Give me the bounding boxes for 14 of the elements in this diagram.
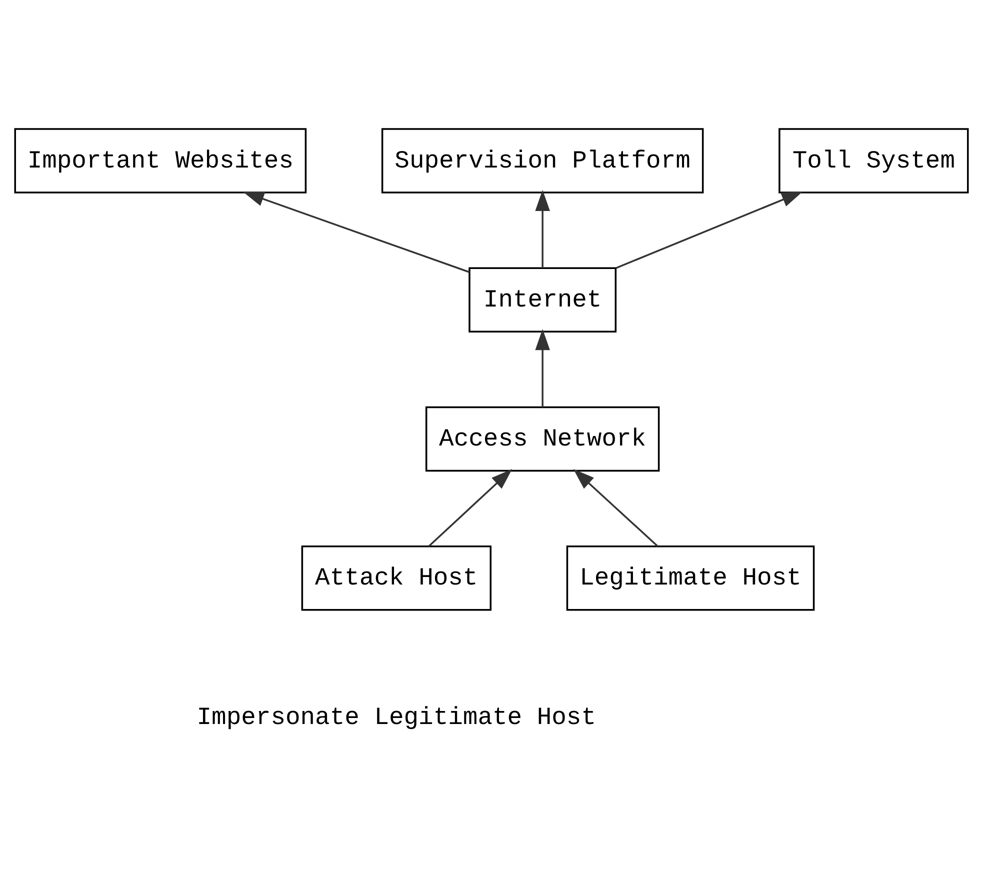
node-box: Supervision Platform [381,128,704,194]
arrow [535,190,550,268]
node-box: Internet [468,267,617,332]
node-box: Attack Host [301,546,492,611]
arrow [616,192,803,269]
node-label: Impersonate Legitimate Host [196,704,596,732]
arrow [428,468,512,547]
arrow [573,468,658,547]
node-box: Important Websites [14,128,307,194]
node-box: Toll System [778,128,969,194]
arrow [535,328,550,408]
arrow [242,192,470,273]
node-box: Access Network [425,406,660,472]
node-box: Legitimate Host [566,546,815,611]
